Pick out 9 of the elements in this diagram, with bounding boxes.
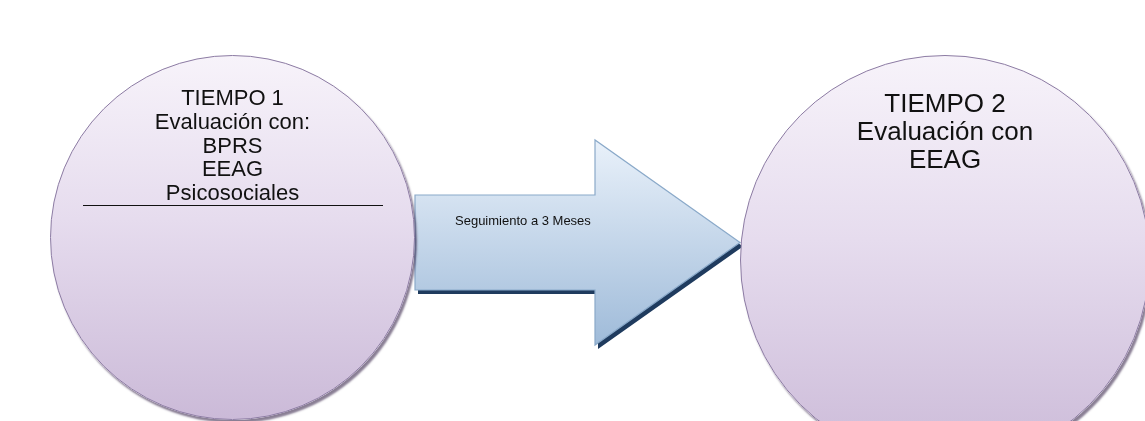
node-text: Evaluación con EEAG <box>855 117 1035 174</box>
node-heading: TIEMPO 2 <box>884 89 1006 118</box>
node-text: BPRS <box>202 133 263 158</box>
node-text: EEAG <box>201 157 264 181</box>
block-arrow <box>414 138 743 349</box>
node-heading: TIEMPO 1 <box>181 86 284 110</box>
node-text: Evaluación con: <box>154 109 311 134</box>
node-text: Psicosociales <box>82 181 383 206</box>
edge-label: Seguimiento a 3 Meses <box>455 213 591 228</box>
